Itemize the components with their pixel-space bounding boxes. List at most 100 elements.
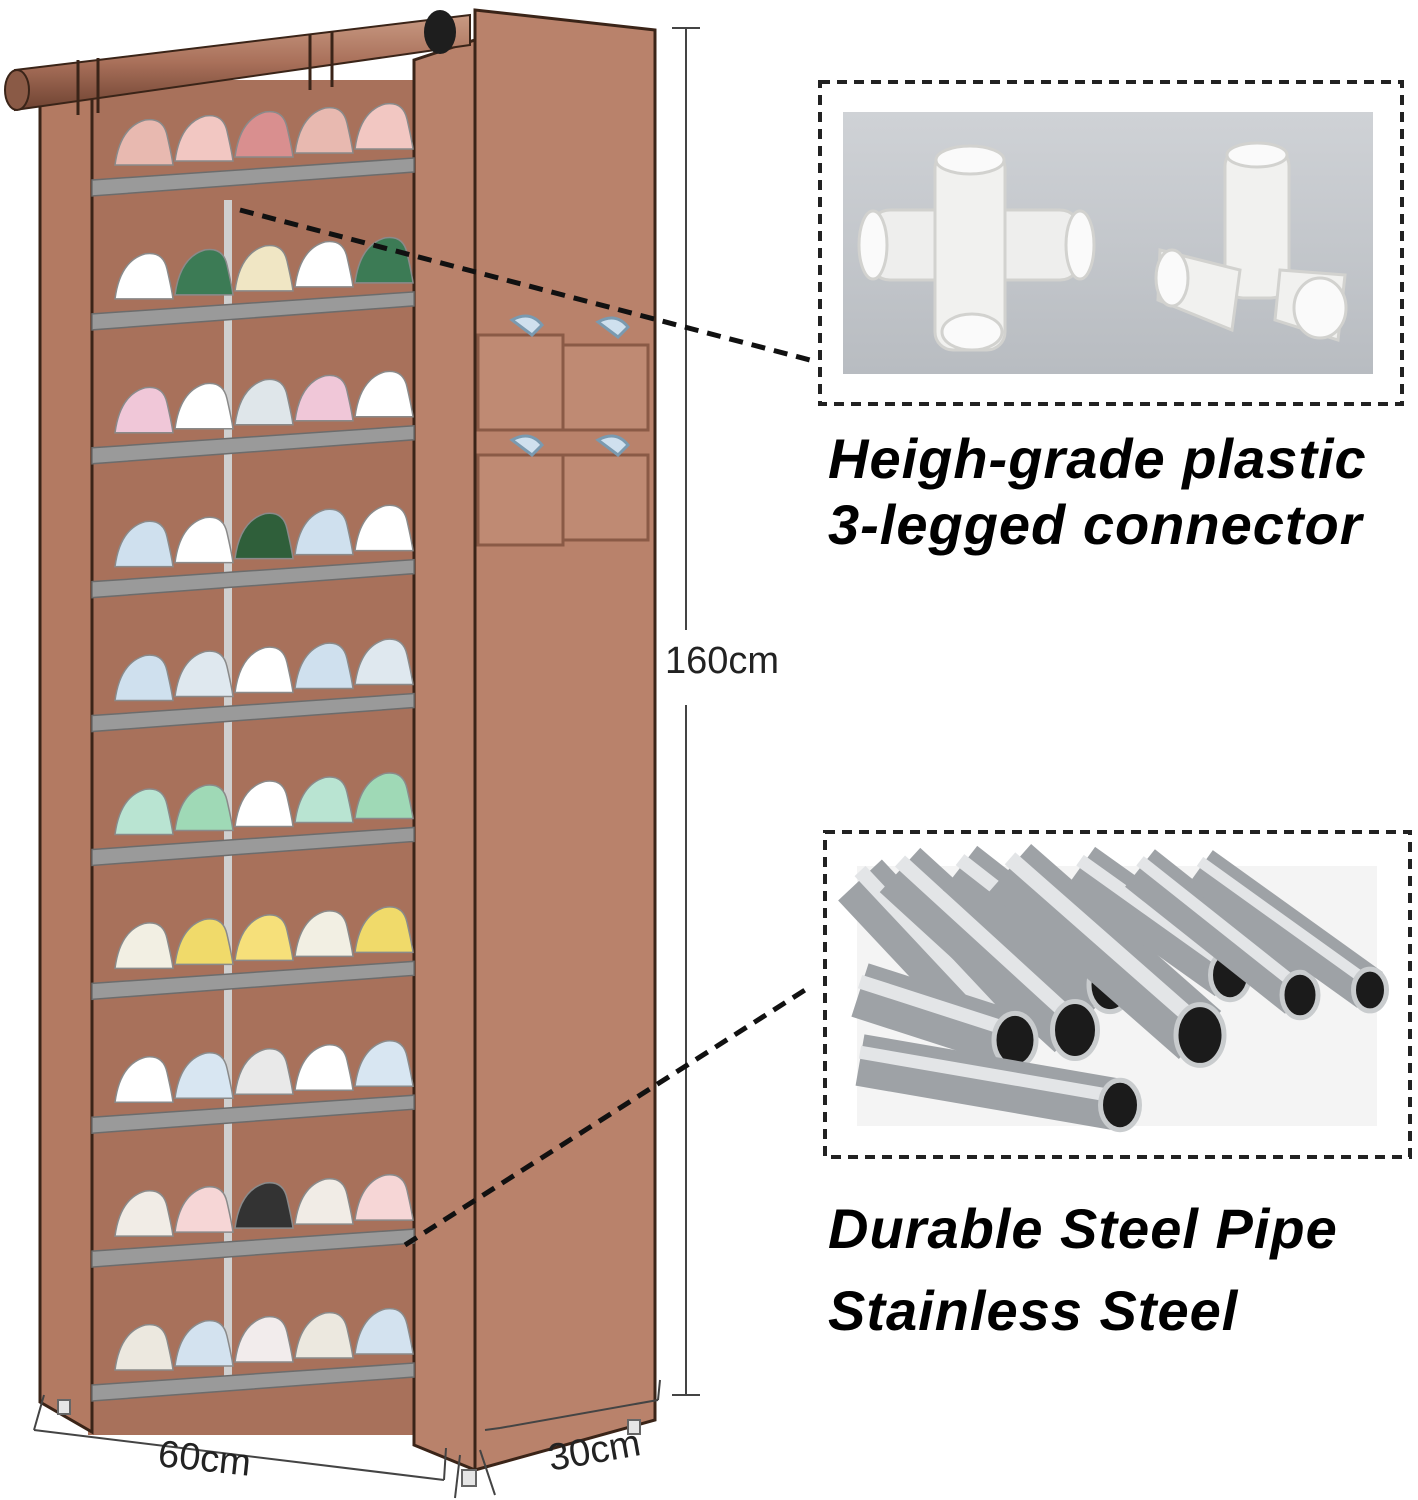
- shoe: [234, 1048, 294, 1095]
- shoe: [174, 248, 234, 296]
- shoe: [234, 244, 294, 292]
- shelf-tier: [91, 1094, 415, 1135]
- side-pockets: [476, 314, 650, 547]
- shoe: [114, 788, 174, 836]
- shelf-tier: [91, 960, 415, 1001]
- shoe: [294, 776, 354, 824]
- shoe: [294, 374, 354, 422]
- shoe: [294, 240, 354, 288]
- shoe: [114, 386, 174, 434]
- shoe: [174, 1185, 234, 1233]
- connector-caption-line1: Heigh-grade plastic: [828, 427, 1367, 490]
- shoe: [294, 1177, 354, 1225]
- width-dimension-line: [33, 1394, 447, 1481]
- shoe: [354, 1173, 414, 1221]
- shoe: [354, 236, 414, 284]
- shoe: [234, 646, 294, 694]
- shoe: [234, 110, 294, 158]
- shelf-tier: [91, 692, 415, 733]
- shoe: [354, 1040, 414, 1087]
- connector-leader-line: [239, 207, 811, 363]
- shoe: [234, 378, 294, 426]
- shelf-tier: [91, 424, 415, 465]
- shelf-tier: [91, 826, 415, 867]
- shelf-group: [91, 102, 415, 1402]
- depth-dimension-line: [454, 1379, 661, 1499]
- pipe-caption-line1: Durable Steel Pipe: [828, 1197, 1338, 1260]
- pipe-highlight: [894, 855, 1081, 1027]
- pipe-highlight: [1196, 856, 1374, 988]
- shoe: [114, 1323, 174, 1371]
- pipe-opening: [1279, 969, 1321, 1021]
- shoe: [114, 118, 174, 166]
- pipe-leader-line: [403, 987, 807, 1248]
- connector-callout-frame: [818, 80, 1404, 406]
- shoe: [174, 516, 234, 564]
- shoe: [174, 918, 234, 966]
- shoe: [234, 780, 294, 828]
- shoe-rack: [4, 8, 657, 1487]
- pipe-highlight: [1004, 852, 1206, 1032]
- shoe: [294, 910, 354, 958]
- shoe: [114, 654, 174, 702]
- shoe: [174, 1319, 234, 1367]
- shoe: [354, 1307, 414, 1355]
- cover-front-right: [412, 37, 477, 1473]
- shoe: [294, 1044, 354, 1091]
- shoe: [294, 1311, 354, 1359]
- shoe: [354, 906, 414, 954]
- four-way-connector: [857, 144, 1096, 352]
- shoe: [174, 114, 234, 162]
- height-dimension-line: [672, 27, 700, 1396]
- pipe-highlight: [1136, 856, 1304, 993]
- shelf-tier: [91, 1228, 415, 1268]
- pipe-callout-frame: [823, 830, 1412, 1159]
- shoe: [114, 1189, 174, 1237]
- shoe: [354, 772, 414, 820]
- rack-post: [224, 200, 232, 1380]
- shelf-tier: [91, 157, 415, 197]
- cover-straps: [76, 32, 334, 115]
- pipe-highlight: [858, 1045, 1122, 1104]
- shoe: [294, 642, 354, 690]
- steel-pipe: [855, 1034, 1125, 1131]
- shoe: [174, 1052, 234, 1099]
- cover-left-flap: [38, 78, 94, 1435]
- pipe-callout: [823, 830, 1412, 1159]
- shelf-tier: [91, 291, 415, 331]
- shoe: [114, 252, 174, 300]
- shoe: [354, 638, 414, 686]
- shoe: [294, 106, 354, 154]
- shoe: [114, 520, 174, 568]
- pipe-opening: [1173, 1002, 1227, 1068]
- shoe: [234, 512, 294, 560]
- rack-feet: [57, 1399, 641, 1487]
- shoe: [174, 784, 234, 832]
- steel-pipe: [851, 963, 1024, 1067]
- shoe: [114, 1056, 174, 1103]
- zipper-pull: [424, 10, 456, 54]
- shelf-tier: [91, 1362, 415, 1402]
- shoe: [294, 508, 354, 556]
- shoe: [234, 1315, 294, 1363]
- shelf-tier: [91, 558, 415, 599]
- cover-roll-end: [4, 69, 30, 111]
- pipe-opening: [1050, 999, 1100, 1061]
- pipe-opening: [1098, 1077, 1142, 1133]
- shoe: [174, 382, 234, 430]
- three-way-connector: [1154, 141, 1348, 342]
- shoe: [354, 102, 414, 150]
- connector-callout: [818, 80, 1404, 406]
- height-label: 160cm: [665, 640, 780, 682]
- shoe: [234, 914, 294, 962]
- cover-side-panel: [473, 8, 657, 1472]
- pipe-caption-line2: Stainless Steel: [828, 1279, 1239, 1342]
- pipe-caption: Durable Steel Pipe Stainless Steel: [828, 1188, 1338, 1352]
- shoe: [354, 370, 414, 418]
- pipe-opening: [1351, 966, 1389, 1014]
- shoe: [114, 922, 174, 970]
- shoe: [234, 1181, 294, 1229]
- shoe: [174, 650, 234, 698]
- pipe-highlight: [857, 974, 1018, 1039]
